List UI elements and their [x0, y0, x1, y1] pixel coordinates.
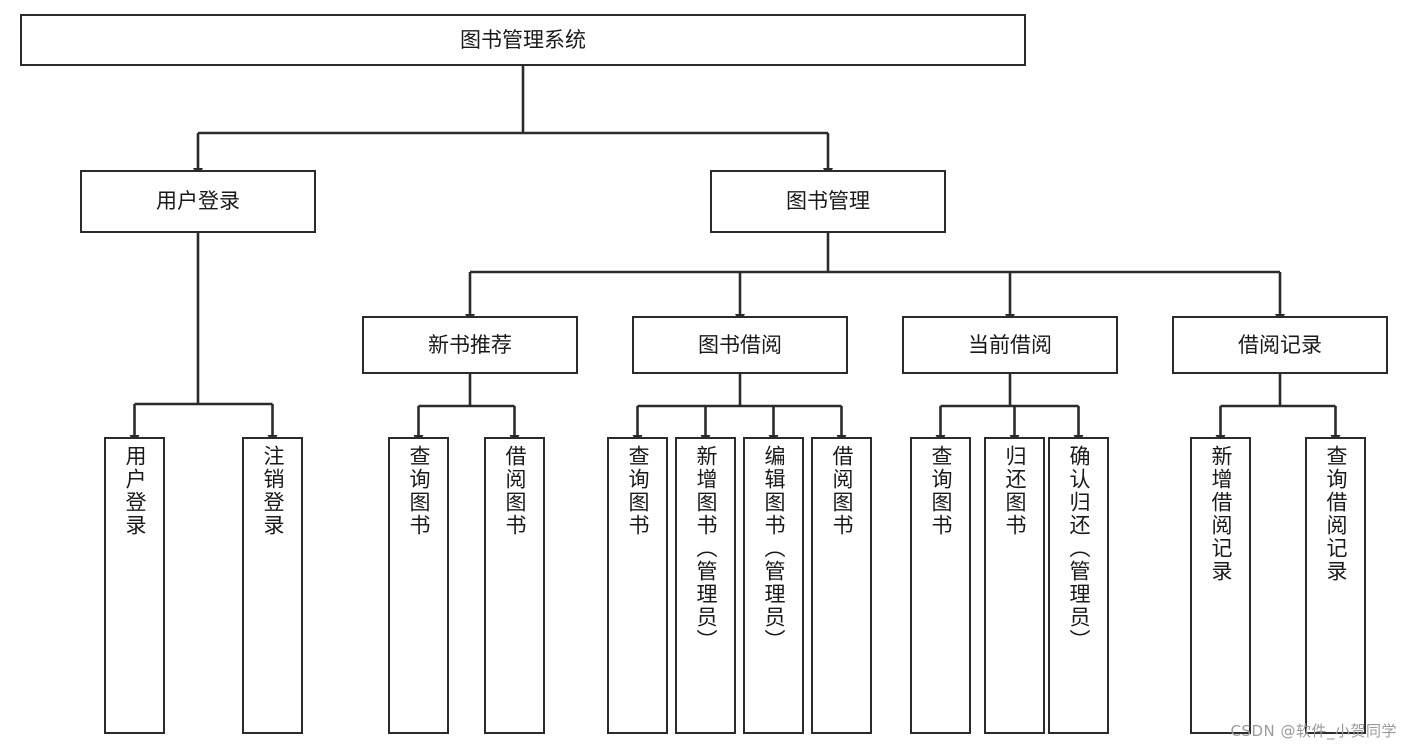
node-label: 新增借阅记录	[1209, 445, 1233, 583]
node-label: 确认归还（管理员）	[1067, 445, 1091, 652]
node-l3[interactable]: 查询图书	[388, 437, 449, 734]
node-label: 借阅图书	[503, 445, 527, 537]
node-l2[interactable]: 注销登录	[242, 437, 303, 734]
node-label: 查询图书	[407, 445, 431, 537]
node-label: 归还图书	[1003, 445, 1027, 537]
node-label: 图书管理系统	[460, 27, 586, 52]
node-label: 新书推荐	[428, 332, 512, 357]
node-label: 查询图书	[929, 445, 953, 537]
node-n-new[interactable]: 新书推荐	[362, 316, 578, 374]
node-l13[interactable]: 查询借阅记录	[1305, 437, 1366, 734]
node-label: 图书管理	[786, 189, 870, 214]
node-l6[interactable]: 新增图书（管理员）	[675, 437, 736, 734]
node-label: 注销登录	[261, 445, 285, 537]
node-n-user[interactable]: 用户登录	[80, 170, 316, 233]
node-label: 用户登录	[123, 445, 147, 537]
node-n-lend[interactable]: 图书借阅	[632, 316, 848, 374]
node-l11[interactable]: 确认归还（管理员）	[1048, 437, 1109, 734]
node-label: 图书借阅	[698, 332, 782, 357]
node-root[interactable]: 图书管理系统	[20, 14, 1026, 66]
node-n-book[interactable]: 图书管理	[710, 170, 946, 233]
node-n-cur[interactable]: 当前借阅	[902, 316, 1118, 374]
node-label: 新增图书（管理员）	[694, 445, 718, 652]
node-l1[interactable]: 用户登录	[104, 437, 165, 734]
node-l7[interactable]: 编辑图书（管理员）	[743, 437, 804, 734]
node-l10[interactable]: 归还图书	[984, 437, 1045, 734]
node-label: 当前借阅	[968, 332, 1052, 357]
node-label: 编辑图书（管理员）	[762, 445, 786, 652]
node-label: 用户登录	[156, 189, 240, 214]
node-label: 借阅记录	[1238, 332, 1322, 357]
node-l8[interactable]: 借阅图书	[811, 437, 872, 734]
node-l9[interactable]: 查询图书	[910, 437, 971, 734]
node-n-rec[interactable]: 借阅记录	[1172, 316, 1388, 374]
node-label: 借阅图书	[830, 445, 854, 537]
node-l4[interactable]: 借阅图书	[484, 437, 545, 734]
node-label: 查询借阅记录	[1324, 445, 1348, 583]
node-l5[interactable]: 查询图书	[607, 437, 668, 734]
node-label: 查询图书	[626, 445, 650, 537]
node-l12[interactable]: 新增借阅记录	[1190, 437, 1251, 734]
